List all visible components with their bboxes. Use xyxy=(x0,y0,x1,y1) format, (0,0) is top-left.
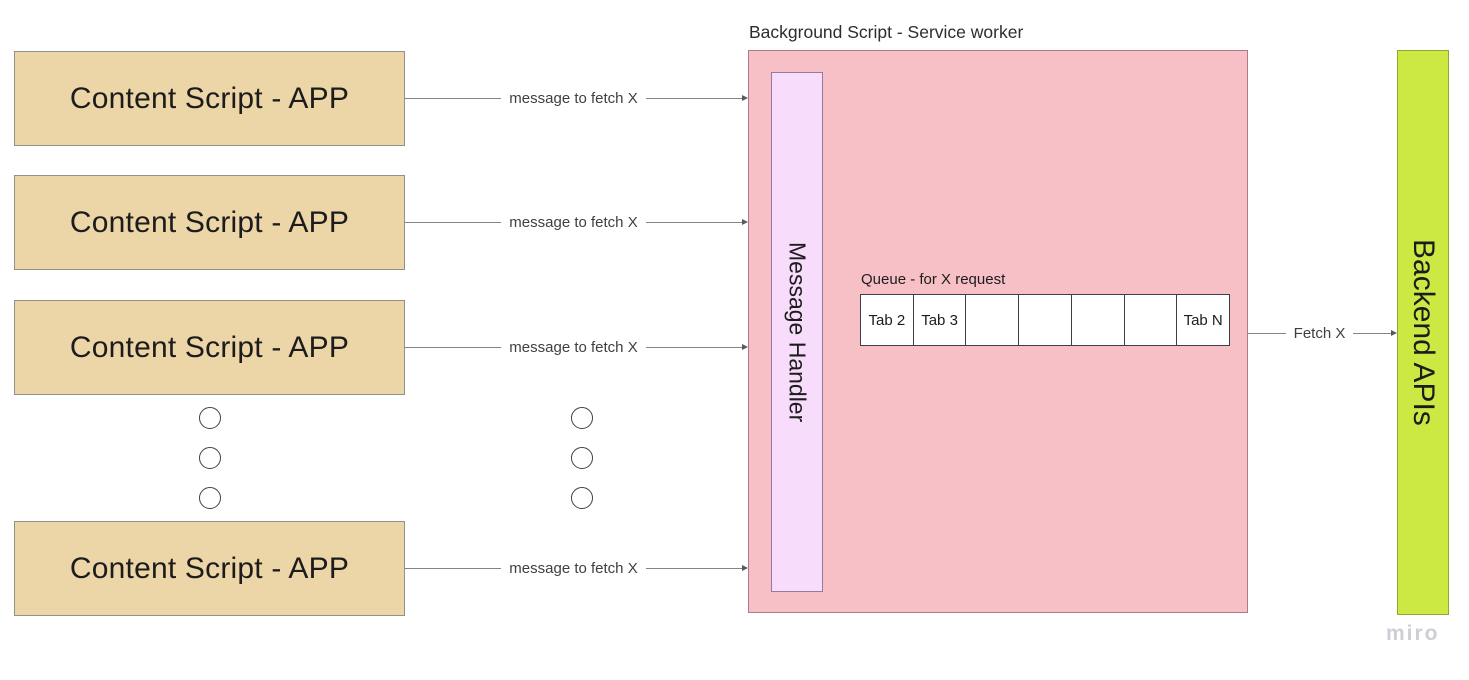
connector-line xyxy=(405,221,502,223)
arrowhead-icon xyxy=(742,565,748,571)
connector-fetch-x[interactable]: Fetch X xyxy=(1248,323,1397,343)
background-script-title: Background Script - Service worker xyxy=(749,22,1024,42)
backend-apis-label: Backend APIs xyxy=(1407,239,1440,426)
arrowhead-icon xyxy=(742,219,748,225)
connector-line xyxy=(1248,332,1286,334)
content-script-node-2[interactable]: Content Script - APP xyxy=(14,175,405,270)
connector-message-3[interactable]: message to fetch X xyxy=(405,337,748,357)
queue-cell-empty[interactable] xyxy=(1018,294,1072,346)
content-script-label: Content Script - APP xyxy=(69,205,350,239)
connector-message-4[interactable]: message to fetch X xyxy=(405,558,748,578)
connector-message-2[interactable]: message to fetch X xyxy=(405,212,748,232)
arrowhead-icon xyxy=(742,95,748,101)
queue-cell-empty[interactable] xyxy=(1070,294,1125,346)
connector-line xyxy=(645,221,742,223)
queue-cell-empty[interactable] xyxy=(965,294,1020,346)
connector-line xyxy=(645,97,742,99)
connector-label: message to fetch X xyxy=(509,559,638,577)
connector-label: message to fetch X xyxy=(509,338,638,356)
backend-apis-node[interactable]: Backend APIs xyxy=(1397,50,1449,615)
content-script-node-3[interactable]: Content Script - APP xyxy=(14,300,405,395)
ellipsis-dot[interactable] xyxy=(571,447,593,469)
arrowhead-icon xyxy=(742,344,748,350)
ellipsis-dot[interactable] xyxy=(199,447,221,469)
miro-logo: miro xyxy=(1386,622,1440,645)
message-handler-label: Message Handler xyxy=(784,241,811,423)
content-script-label: Content Script - APP xyxy=(69,551,350,585)
content-script-label: Content Script - APP xyxy=(69,81,350,115)
ellipsis-dot[interactable] xyxy=(571,487,593,509)
connector-line xyxy=(645,346,742,348)
connector-line xyxy=(405,97,502,99)
content-script-label: Content Script - APP xyxy=(69,330,350,364)
ellipsis-dot[interactable] xyxy=(571,407,593,429)
queue-cell-tab2[interactable]: Tab 2 xyxy=(860,294,914,346)
connector-message-1[interactable]: message to fetch X xyxy=(405,88,748,108)
connector-label: Fetch X xyxy=(1293,324,1346,342)
connector-label: message to fetch X xyxy=(509,213,638,231)
queue-cell-tab3[interactable]: Tab 3 xyxy=(912,294,967,346)
connector-line xyxy=(405,567,502,569)
connector-line xyxy=(1353,332,1391,334)
queue-node[interactable]: Tab 2 Tab 3 Tab N xyxy=(860,294,1231,346)
connector-line xyxy=(405,346,502,348)
connector-line xyxy=(645,567,742,569)
queue-cell-tabn[interactable]: Tab N xyxy=(1176,294,1231,346)
content-script-node-4[interactable]: Content Script - APP xyxy=(14,521,405,616)
queue-cell-empty[interactable] xyxy=(1123,294,1178,346)
message-handler-node[interactable]: Message Handler xyxy=(771,72,823,592)
connector-label: message to fetch X xyxy=(509,89,638,107)
arrowhead-icon xyxy=(1391,330,1397,336)
queue-title: Queue - for X request xyxy=(861,271,1006,288)
ellipsis-dot[interactable] xyxy=(199,487,221,509)
ellipsis-dot[interactable] xyxy=(199,407,221,429)
content-script-node-1[interactable]: Content Script - APP xyxy=(14,51,405,146)
